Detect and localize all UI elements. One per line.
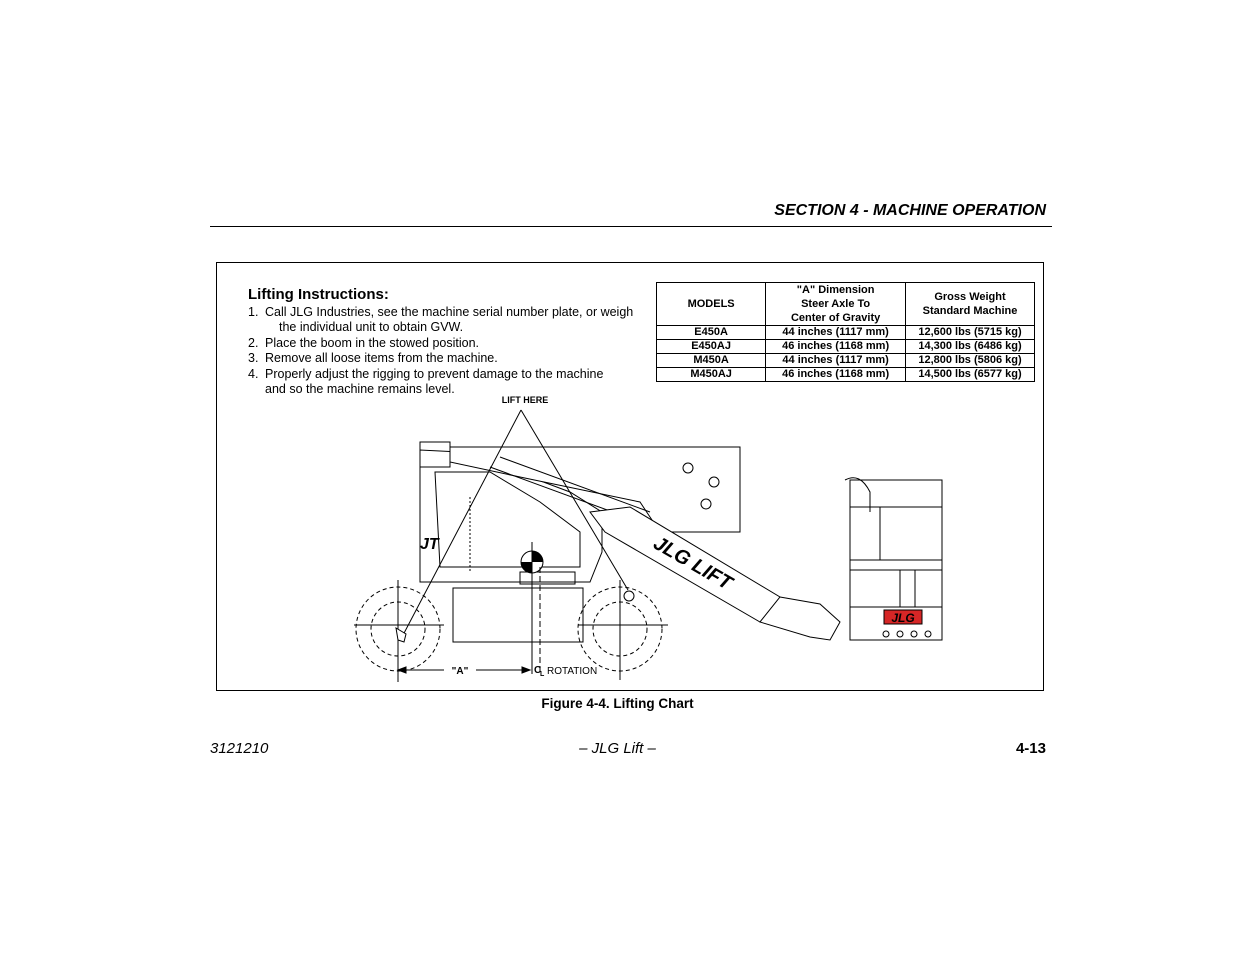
lifting-diagram: JT JLG LIFT JLG xyxy=(354,395,943,682)
rear-mast xyxy=(419,441,451,468)
cell-model: E450AJ xyxy=(655,339,767,354)
pivot-pin xyxy=(700,498,712,510)
jib-boom xyxy=(759,596,841,641)
platform-light xyxy=(882,630,890,638)
centerline-symbol-sub: L xyxy=(540,671,545,678)
instruction-text: Call JLG Industries, see the machine ser… xyxy=(265,304,634,319)
pivot-pin xyxy=(682,462,694,474)
cell-dimension: 46 inches (1168 mm) xyxy=(765,367,907,382)
header-a-dimension-line2: Steer Axle To xyxy=(801,298,871,310)
header-gross-weight-line2: Standard Machine xyxy=(922,305,1018,317)
instruction-number: 3. xyxy=(248,351,259,365)
header-a-dimension-line3: Center of Gravity xyxy=(790,312,881,324)
figure-caption: Figure 4-4. Lifting Chart xyxy=(541,696,694,711)
instruction-item: 1. Call JLG Industries, see the machine … xyxy=(248,305,648,336)
table-row: E450A 44 inches (1117 mm) 12,600 lbs (57… xyxy=(655,325,1035,340)
upper-boom-section xyxy=(449,446,741,533)
dimension-a-label: "A" xyxy=(452,666,469,677)
instructions-title: Lifting Instructions: xyxy=(248,286,389,303)
dimension-arrow-right xyxy=(521,666,532,674)
header-gross-weight: Gross Weight Standard Machine xyxy=(905,282,1035,326)
dimension-label-bg xyxy=(444,664,476,676)
cell-dimension: 46 inches (1168 mm) xyxy=(765,339,907,354)
platform-light xyxy=(924,630,932,638)
platform-logo-plate xyxy=(883,609,923,625)
pivot-pin xyxy=(708,476,720,488)
platform-light xyxy=(910,630,918,638)
platform-handle xyxy=(844,477,871,512)
instruction-item: 2. Place the boom in the stowed position… xyxy=(248,336,648,352)
cell-model: M450AJ xyxy=(655,367,767,382)
platform-light xyxy=(896,630,904,638)
rear-lift-lug xyxy=(395,627,407,643)
cg-quadrant xyxy=(521,562,532,573)
instruction-number: 1. xyxy=(248,304,259,319)
instruction-text-continued: the individual unit to obtain GVW. xyxy=(279,320,464,334)
models-table: MODELS "A" Dimension Steer Axle To Cente… xyxy=(655,282,1035,382)
figure-frame xyxy=(216,262,1044,691)
cell-dimension: 44 inches (1117 mm) xyxy=(765,325,907,340)
header-gross-weight-line1: Gross Weight xyxy=(934,291,1006,303)
table-row: E450AJ 46 inches (1168 mm) 14,300 lbs (6… xyxy=(655,339,1035,354)
header-a-dimension: "A" Dimension Steer Axle To Center of Gr… xyxy=(765,282,907,326)
instruction-text: Remove all loose items from the machine. xyxy=(265,351,498,365)
boom-link xyxy=(499,456,651,513)
header-rule xyxy=(210,226,1052,227)
chassis-block xyxy=(452,587,584,643)
instruction-text-continued: and so the machine remains level. xyxy=(265,382,455,396)
doc-number: 3121210 xyxy=(210,740,269,757)
rigging-line-right xyxy=(520,409,629,591)
cell-weight: 14,300 lbs (6486 kg) xyxy=(905,339,1035,354)
instruction-text: Place the boom in the stowed position. xyxy=(265,335,480,350)
header-a-dimension-line1: "A" Dimension xyxy=(796,284,875,296)
cell-dimension: 44 inches (1117 mm) xyxy=(765,353,907,368)
table-header-row: MODELS "A" Dimension Steer Axle To Cente… xyxy=(655,282,1035,326)
turntable-base xyxy=(519,571,576,585)
cell-model: E450A xyxy=(655,325,767,340)
centerline-symbol: C xyxy=(534,665,541,676)
turntable-logo: JT xyxy=(420,536,440,553)
footer-title: – JLG Lift – xyxy=(579,740,656,757)
turntable-inner xyxy=(434,471,581,568)
cell-weight: 14,500 lbs (6577 kg) xyxy=(905,367,1035,382)
lifting-instructions: Lifting Instructions: 1. Call JLG Indust… xyxy=(248,287,648,398)
instruction-number: 4. xyxy=(248,366,259,381)
instruction-text: Properly adjust the rigging to prevent d… xyxy=(265,366,604,381)
cell-weight: 12,600 lbs (5715 kg) xyxy=(905,325,1035,340)
cell-model: M450A xyxy=(655,353,767,368)
instruction-item: 4. Properly adjust the rigging to preven… xyxy=(248,367,648,398)
cell-weight: 12,800 lbs (5806 kg) xyxy=(905,353,1035,368)
table-row: M450A 44 inches (1117 mm) 12,800 lbs (58… xyxy=(655,353,1035,368)
instruction-number: 2. xyxy=(248,335,259,350)
page-number: 4-13 xyxy=(1015,740,1046,757)
cg-quadrant xyxy=(532,551,543,562)
instructions-list: 1. Call JLG Industries, see the machine … xyxy=(248,305,648,398)
platform-logo: JLG xyxy=(891,611,914,625)
rigging-line-left xyxy=(401,409,522,638)
front-lift-lug xyxy=(623,590,635,602)
dimension-arrow-left xyxy=(396,666,407,674)
table-row: M450AJ 46 inches (1168 mm) 14,500 lbs (6… xyxy=(655,367,1035,382)
rotation-label: ROTATION xyxy=(547,666,597,677)
header-models: MODELS xyxy=(655,282,767,326)
lift-here-label: LIFT HERE xyxy=(502,395,549,405)
instruction-item: 3. Remove all loose items from the machi… xyxy=(248,351,648,367)
section-title: SECTION 4 - MACHINE OPERATION xyxy=(774,202,1046,219)
